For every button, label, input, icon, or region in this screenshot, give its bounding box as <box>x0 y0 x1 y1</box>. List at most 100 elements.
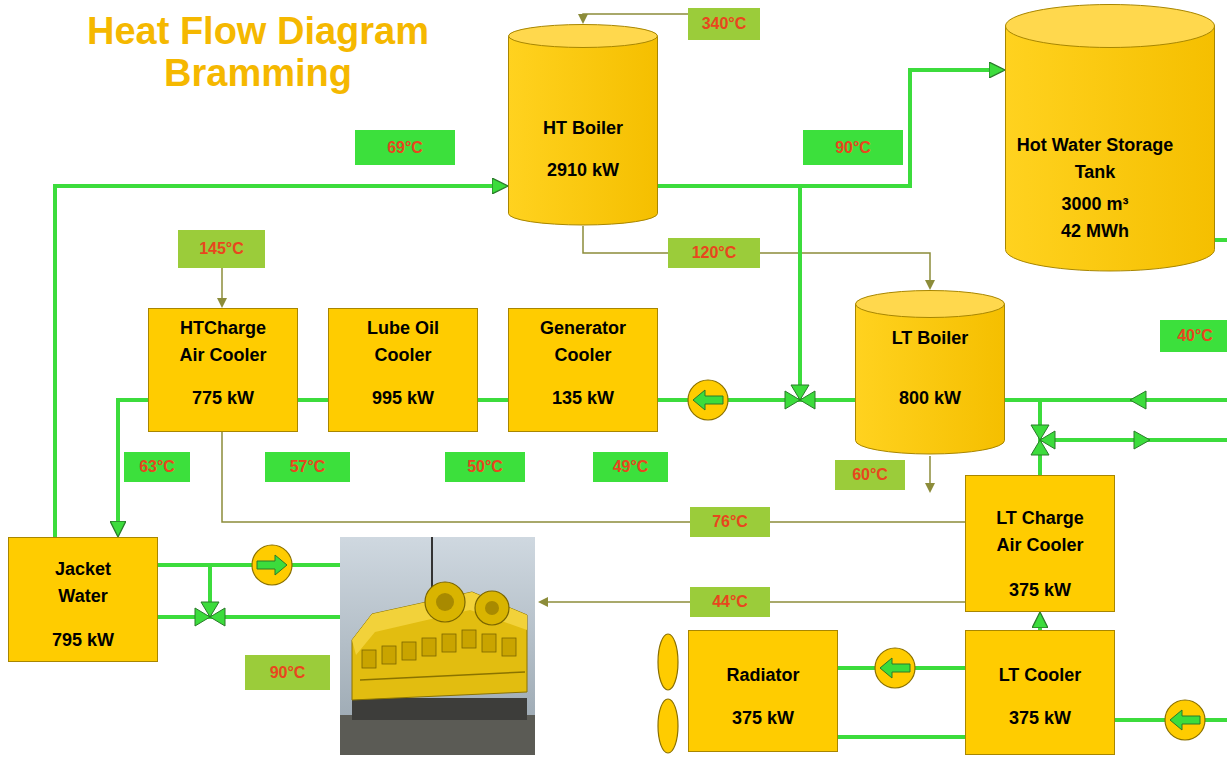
temperature-tag: 76°C <box>690 507 770 537</box>
cylinder-head <box>502 638 516 656</box>
node-heading: Jacket Water <box>33 556 133 610</box>
cylinder-body <box>856 304 1005 454</box>
temperature-tag: 120°C <box>668 238 760 268</box>
water-connector <box>478 398 508 402</box>
cylinder-head <box>402 642 416 660</box>
gas-lines <box>222 14 965 602</box>
exhaust-line <box>583 14 688 16</box>
gas-connector <box>222 432 965 522</box>
water-connector <box>55 186 495 537</box>
water-pipe <box>1215 238 1227 242</box>
node-heading: Hot Water Storage Tank <box>1005 132 1185 186</box>
exhaust-outlet-line <box>929 456 931 485</box>
node-value: 135 kW <box>513 387 653 409</box>
crane-cable <box>431 537 433 590</box>
temperature-tag: 44°C <box>690 587 770 617</box>
fan-blade <box>658 699 678 753</box>
cooler-box: Jacket Water 795 kW <box>8 537 158 662</box>
cylinder-body <box>1006 26 1215 271</box>
turbocharger-hub <box>485 601 499 615</box>
boiler-cylinder: HT Boiler 2910 kW <box>508 24 658 226</box>
cylinder-body <box>509 36 658 225</box>
pump-symbol <box>1165 700 1205 740</box>
storage-tank: Hot Water Storage Tank 3000 m³ 42 MWh <box>1005 4 1215 272</box>
boiler-cylinder: LT Boiler 800 kW <box>855 290 1005 455</box>
node-value: 800 kW <box>860 387 1000 409</box>
node-value: 2910 kW <box>513 159 653 181</box>
temperature-tag: 50°C <box>445 452 525 482</box>
cylinder-heads <box>362 630 516 668</box>
engine-rail <box>360 672 525 680</box>
cooler-box: LT Cooler 375 kW <box>965 630 1115 755</box>
temperature-tag: 49°C <box>593 452 668 482</box>
cooler-box: Lube Oil Cooler 995 kW <box>328 308 478 432</box>
node-heading: LT Cooler <box>970 664 1110 686</box>
diagram-title: Heat Flow Diagram Bramming <box>62 10 454 94</box>
water-pipe <box>158 563 340 567</box>
pump-symbol <box>252 545 292 585</box>
temperature-tag: 60°C <box>835 460 905 490</box>
temperature-tag: 63°C <box>124 452 190 482</box>
engine-block <box>352 592 527 700</box>
node-value: 3000 m³ <box>1005 193 1185 215</box>
node-value: 795 kW <box>13 629 153 651</box>
charge-air-line <box>221 268 223 300</box>
node-heading: HT Boiler <box>513 117 653 139</box>
cooler-box: HTCharge Air Cooler 775 kW <box>148 308 298 432</box>
water-connector <box>298 398 328 402</box>
three-way-valve <box>1031 425 1055 455</box>
temperature-tag: 90°C <box>245 655 330 690</box>
water-connector <box>658 70 992 186</box>
flow-arrow <box>1134 431 1150 449</box>
water-pipe <box>158 615 340 619</box>
node-heading: Radiator <box>693 664 833 686</box>
water-connector <box>658 186 800 400</box>
three-way-valve <box>785 385 815 409</box>
temperature-tag: 40°C <box>1160 320 1227 352</box>
node-value: 995 kW <box>333 387 473 409</box>
temperature-tag: 340°C <box>688 8 760 40</box>
gas-connector <box>583 226 930 282</box>
cylinder-head <box>362 650 376 668</box>
cylinder-head <box>442 634 456 652</box>
engine-base <box>352 698 527 720</box>
water-connector <box>838 735 965 739</box>
temperature-tag: 57°C <box>265 452 350 482</box>
turbocharger <box>425 582 465 622</box>
pump-symbol <box>875 648 915 688</box>
cylinder-top <box>509 25 658 48</box>
photo-ground <box>340 715 535 755</box>
turbocharger-hub <box>436 593 454 611</box>
fan-blade <box>658 634 678 690</box>
node-value: 375 kW <box>693 707 833 729</box>
temperature-tag: 145°C <box>178 230 265 268</box>
flow-arrow <box>1130 391 1146 409</box>
cylinder-top <box>856 291 1005 318</box>
node-value: 775 kW <box>153 387 293 409</box>
node-value: 375 kW <box>970 579 1110 601</box>
cylinder-top <box>1006 5 1215 48</box>
node-value: 42 MWh <box>1005 220 1185 242</box>
pump-symbol <box>688 380 728 420</box>
engine-top <box>352 592 527 655</box>
temperature-tag: 69°C <box>355 130 455 165</box>
cylinder-head <box>422 638 436 656</box>
cooler-box: Generator Cooler135 kW <box>508 308 658 432</box>
node-heading: Lube Oil Cooler <box>347 315 459 369</box>
temperature-tag: 90°C <box>803 130 903 165</box>
node-heading: LT Boiler <box>860 327 1000 349</box>
turbocharger <box>475 591 509 625</box>
cylinder-head <box>462 630 476 648</box>
three-way-valve <box>195 602 225 626</box>
node-value: 375 kW <box>970 707 1110 729</box>
cylinder-head <box>382 646 396 664</box>
radiator-box: Radiator 375 kW <box>688 630 838 752</box>
radiator-fans <box>658 634 678 753</box>
cooler-box: LT Charge Air Cooler 375 kW <box>965 475 1115 612</box>
cylinder-outline <box>855 290 1005 455</box>
node-heading: HTCharge Air Cooler <box>167 315 279 369</box>
cylinder-head <box>482 634 496 652</box>
photo-sky <box>340 537 535 755</box>
node-heading: LT Charge Air Cooler <box>984 505 1096 559</box>
